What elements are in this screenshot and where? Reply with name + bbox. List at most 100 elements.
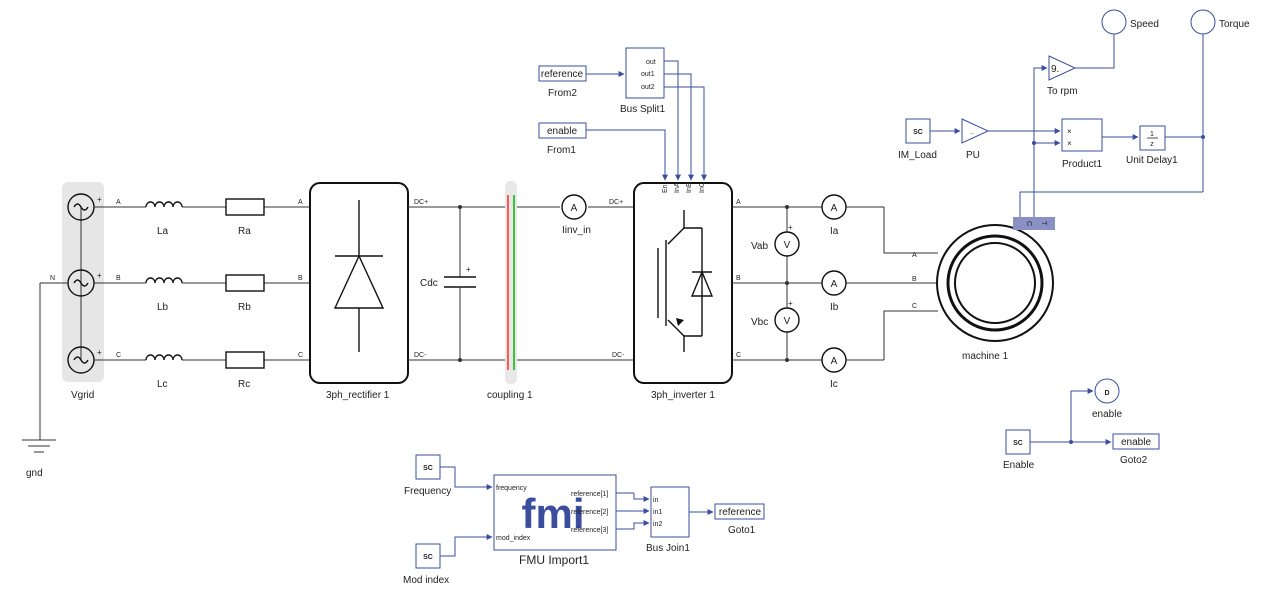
mech-port-t: T [1040,221,1047,226]
resistor-ra[interactable] [225,198,265,216]
vgrid-background [62,182,104,382]
ic-symbol: A [831,356,838,367]
ground-symbol[interactable] [22,439,56,453]
vgrid-plus-c: + [97,348,102,357]
cdc-label: Cdc [420,278,438,289]
vbc-symbol: V [784,316,791,327]
im-load-constant[interactable]: SC [905,118,931,144]
from2-tag[interactable]: reference [538,65,587,82]
ammeter-ia[interactable]: A [821,194,847,220]
join-port-in2: in2 [653,521,662,528]
inv-port-en: En [662,184,669,193]
bus-join-label: Bus Join1 [646,543,690,554]
inv-port-inc: InC [699,182,706,193]
rectifier-label: 3ph_rectifier 1 [326,390,390,401]
voltmeter-vab[interactable]: V [774,231,800,257]
vab-label: Vab [751,241,768,252]
im-load-sc-text: SC [913,129,923,136]
fmu-port-mod-index: mod_index [496,535,531,542]
rect-dc-minus: DC- [414,352,427,359]
vgrid-source[interactable]: + + + [62,182,104,382]
ia-label: Ia [830,226,839,237]
goto1-label: Goto1 [728,525,756,536]
vgrid-plus-a: + [97,195,102,204]
speed-scope[interactable] [1101,9,1127,35]
bus-split-block[interactable]: out out1 out2 [625,47,665,99]
ammeter-ib[interactable]: A [821,270,847,296]
enable-display-label: enable [1092,409,1122,420]
torque-label: Torque [1219,19,1250,30]
product-block[interactable]: × × [1061,118,1103,152]
rect-dc-plus: DC+ [414,199,428,206]
grid-port-c: C [116,352,121,359]
bus-join-block[interactable]: in in1 in2 [650,486,690,538]
neutral-port-label: N [50,275,55,282]
from1-tag[interactable]: enable [538,122,587,139]
split-port-out1: out1 [641,71,655,78]
unit-delay-num: 1 [1150,131,1154,138]
lb-label: Lb [157,302,169,313]
fmu-port-frequency: frequency [496,485,527,492]
frequency-constant[interactable]: SC [415,454,441,480]
inverter-block[interactable] [633,182,733,384]
enable-display[interactable]: D [1094,378,1120,404]
rb-label: Rb [238,302,251,313]
split-port-out2: out2 [641,84,655,91]
inductor-lc[interactable] [145,354,183,361]
ammeter-iinv[interactable]: A [561,194,587,220]
rect-port-b: B [298,275,303,282]
ra-label: Ra [238,226,251,237]
grid-port-b: B [116,275,121,282]
vgrid-label: Vgrid [71,390,94,401]
capacitor-cdc[interactable] [444,207,476,360]
vab-symbol: V [784,240,791,251]
ammeter-ic[interactable]: A [821,347,847,373]
goto2-tag[interactable]: enable [1112,433,1160,450]
coupling-block[interactable] [505,181,517,384]
mach-port-b: B [912,276,917,283]
ia-symbol: A [831,203,838,214]
goto2-label: Goto2 [1120,455,1148,466]
product-x1: × [1067,127,1072,136]
unit-delay-block[interactable]: 1 z [1139,125,1166,151]
to-rpm-gain[interactable]: 9. [1048,55,1077,81]
vab-plus: + [788,223,793,232]
fmu-import-block[interactable]: fmi frequency mod_index reference[1] ref… [493,474,617,551]
from1-label: From1 [547,145,576,156]
vbc-label: Vbc [751,317,768,328]
goto1-tag[interactable]: reference [714,503,765,520]
vgrid-plus-b: + [97,271,102,280]
rect-port-a: A [298,199,303,206]
grid-port-a: A [116,199,121,206]
cdc-plus: + [466,265,471,274]
from2-label: From2 [548,88,577,99]
mechanical-port[interactable]: C T [1013,217,1055,230]
product-x2: × [1067,139,1072,148]
frequency-sc-text: SC [423,465,433,472]
induction-machine[interactable] [936,224,1054,342]
mod-index-constant[interactable]: SC [415,543,441,569]
pu-gain[interactable]: .. [961,118,990,144]
resistor-rb[interactable] [225,274,265,292]
mach-port-a: A [912,252,917,259]
fmi-logo: fmi [522,490,585,537]
voltmeter-vbc[interactable]: V [774,307,800,333]
machine-label: machine 1 [962,351,1009,362]
inductor-lb[interactable] [145,277,183,284]
mod-index-label: Mod index [403,575,449,586]
inductor-la[interactable] [145,201,183,208]
torque-scope[interactable] [1190,9,1216,35]
inverter-label: 3ph_inverter 1 [651,390,715,401]
enable-constant[interactable]: SC [1005,429,1031,455]
product-label: Product1 [1062,159,1102,170]
vbc-plus: + [788,299,793,308]
mod-index-sc-text: SC [423,554,433,561]
resistor-rc[interactable] [225,351,265,369]
from1-tag-text: enable [547,126,577,137]
ic-label: Ic [830,379,838,390]
mach-port-c: C [912,303,917,310]
iinv-label: Iinv_in [562,225,591,236]
enable-display-d: D [1104,390,1109,397]
rectifier-block[interactable] [309,182,409,384]
